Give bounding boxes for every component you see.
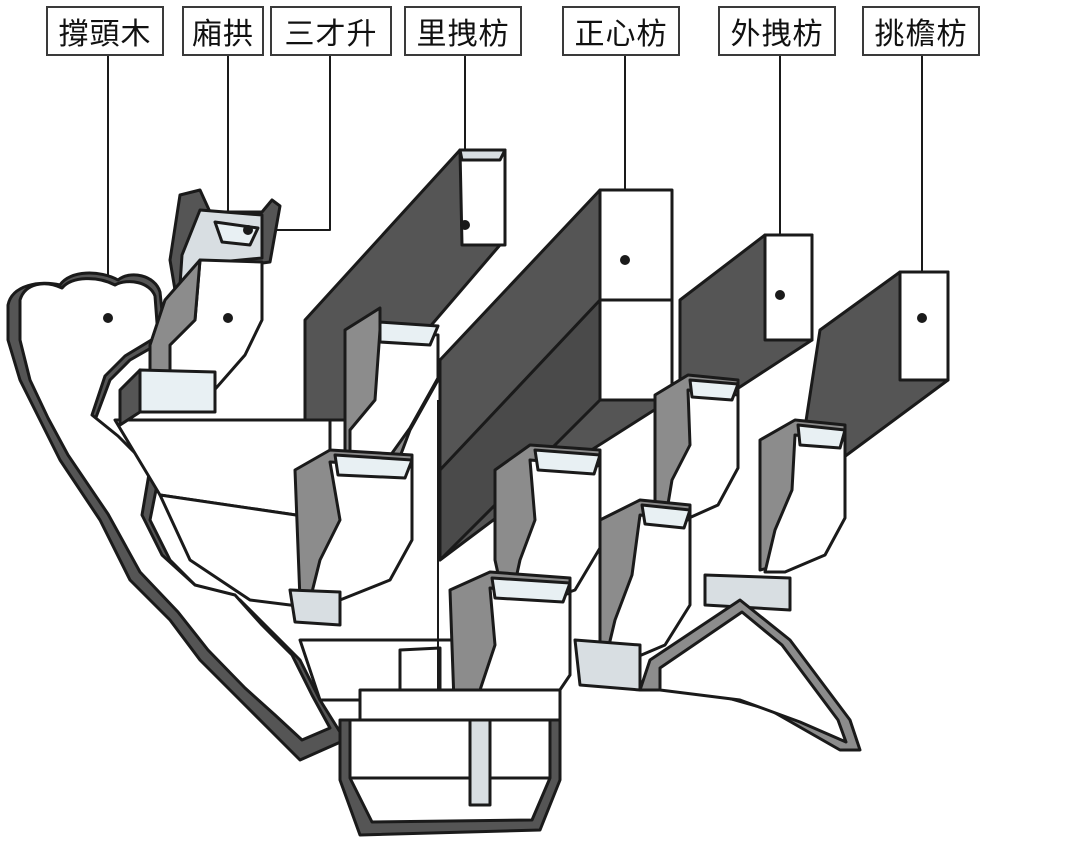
waizhuaifang-beam <box>678 233 814 402</box>
bracket-arm-center-mid <box>493 443 602 608</box>
bracket-arm-upper-left <box>343 306 440 472</box>
projecting-tip-right <box>638 598 862 752</box>
label-sancaisheng: 三才升 <box>270 6 392 56</box>
label-xianggong: 廂拱 <box>182 6 264 56</box>
base-dou <box>338 646 562 837</box>
label-zhengxinfang-text: 正心枋 <box>574 17 668 52</box>
pointer-dots <box>103 220 927 323</box>
leader-sancaisheng <box>248 56 331 231</box>
dot-xianggong <box>223 313 233 323</box>
label-lizhuaifang-text: 里拽枋 <box>416 17 510 52</box>
label-tiaoyanfang: 挑檐枋 <box>862 6 980 56</box>
label-chengtoumu: 撐頭木 <box>46 6 164 56</box>
dot-sancaisheng <box>243 225 253 235</box>
label-lizhuaifang: 里拽枋 <box>404 6 522 56</box>
label-waizhuaifang: 外拽枋 <box>718 6 836 56</box>
label-sancaisheng-text: 三才升 <box>284 17 378 52</box>
dot-chengtoumu <box>103 313 113 323</box>
dot-waizhuaifang <box>775 290 785 300</box>
chengtoumu-cloud-block <box>6 271 347 762</box>
bracket-arm-right <box>703 418 847 612</box>
bracket-arm-lower-center <box>573 498 692 692</box>
dot-lizhuaifang <box>460 220 470 230</box>
dot-tiaoyanfang <box>917 313 927 323</box>
bracket-arm-mid-left <box>288 448 414 627</box>
label-tiaoyanfang-text: 挑檐枋 <box>874 17 968 52</box>
dot-zhengxinfang <box>620 255 630 265</box>
label-zhengxinfang: 正心枋 <box>562 6 680 56</box>
bracket-arm-center-right <box>653 373 740 524</box>
label-xianggong-text: 廂拱 <box>192 17 254 52</box>
label-chengtoumu-text: 撐頭木 <box>58 17 152 52</box>
xianggong-block <box>118 188 282 427</box>
label-waizhuaifang-text: 外拽枋 <box>730 17 824 52</box>
